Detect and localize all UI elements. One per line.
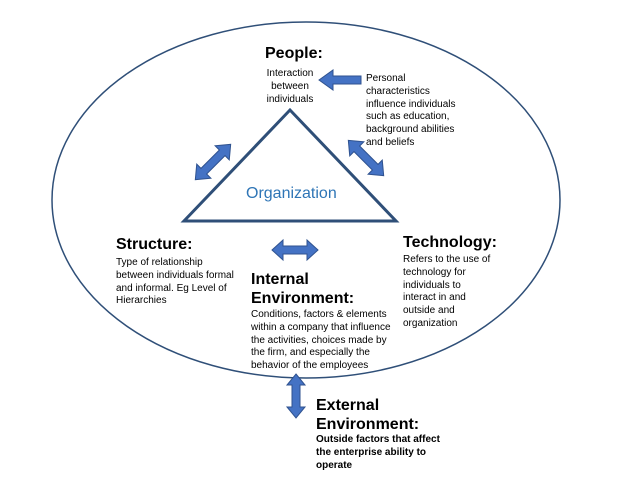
internal-environment-description: Conditions, factors & elements within a … <box>251 309 411 373</box>
organization-label: Organization <box>246 185 337 202</box>
text-line: Refers to the use of <box>403 254 491 265</box>
text-line: operate <box>316 459 353 471</box>
text-line: Outside factors that affect <box>316 434 440 445</box>
technology-description: Refers to the use of technology for indi… <box>403 254 523 331</box>
text-line: characteristics <box>366 85 430 97</box>
text-line: Environment: <box>251 290 355 307</box>
internal-external-arrow <box>285 373 307 419</box>
text-line: Type of relationship <box>116 257 203 268</box>
text-line: organization <box>403 317 458 329</box>
structure-title: Structure: <box>116 236 193 253</box>
people-title: People: <box>265 45 323 62</box>
people-technology-arrow <box>347 139 385 177</box>
text-line: individuals to <box>403 279 461 291</box>
structure-people-arrow <box>194 143 232 181</box>
text-line: outside and <box>403 305 455 317</box>
technology-title: Technology: <box>403 234 497 251</box>
text-line: background abilities <box>366 124 455 136</box>
text-line: interact in and <box>403 292 466 304</box>
text-line: between individuals formal <box>116 269 234 281</box>
text-line: behavior of the employees <box>251 360 369 372</box>
text-line: Interaction <box>266 68 314 79</box>
text-line: between <box>271 80 309 92</box>
text-line: individuals <box>266 93 314 105</box>
structure-technology-arrow <box>271 238 319 262</box>
people-note: Personal characteristics influence indiv… <box>366 73 496 150</box>
organization-triangle <box>180 107 400 223</box>
text-line: the firm, and especially the <box>251 347 370 359</box>
people-note-arrow <box>318 69 362 91</box>
text-line: Personal <box>366 73 406 84</box>
text-line: Internal <box>251 271 309 288</box>
text-line: within a company that influence <box>251 321 391 333</box>
external-environment-description: Outside factors that affect the enterpri… <box>316 434 466 472</box>
text-line: and informal. Eg Level of <box>116 282 227 294</box>
text-line: Hierarchies <box>116 295 167 307</box>
text-line: External <box>316 397 380 414</box>
structure-description: Type of relationship between individuals… <box>116 257 256 308</box>
text-line: and beliefs <box>366 136 415 148</box>
external-environment-title: External Environment: <box>316 396 419 434</box>
text-line: such as education, <box>366 111 450 123</box>
text-line: influence individuals <box>366 98 456 110</box>
internal-environment-ellipse <box>51 21 561 379</box>
internal-environment-title: Internal Environment: <box>251 270 354 308</box>
people-description: Interaction between individuals <box>258 68 322 106</box>
text-line: the activities, choices made by <box>251 334 387 346</box>
text-line: Conditions, factors & elements <box>251 309 387 320</box>
text-line: the enterprise ability to <box>316 446 427 458</box>
text-line: Environment: <box>316 416 420 433</box>
text-line: technology for <box>403 266 466 278</box>
